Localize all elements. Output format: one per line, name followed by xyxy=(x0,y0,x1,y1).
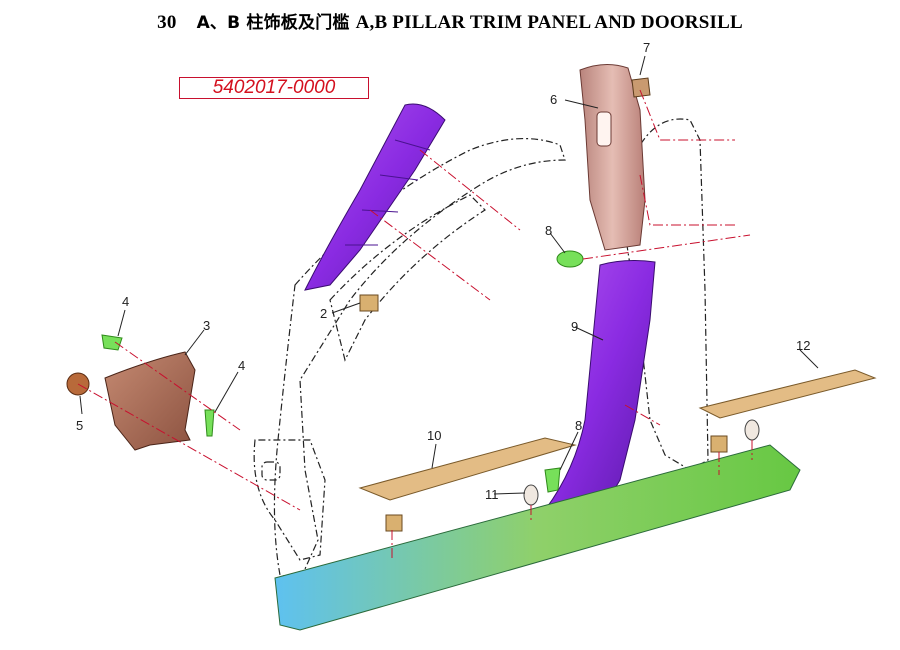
callout-11: 11 xyxy=(485,487,499,502)
green-screw-4a xyxy=(101,334,123,351)
bracket-sill-a xyxy=(385,514,403,532)
callout-5: 5 xyxy=(76,418,83,433)
diagram-number: 30 xyxy=(157,12,177,33)
seatbelt-slot xyxy=(596,111,612,147)
front-doorsill-trim xyxy=(358,437,577,501)
callout-12: 12 xyxy=(796,338,810,353)
callout-7: 7 xyxy=(643,40,650,55)
callout-4-upper: 4 xyxy=(122,294,129,309)
green-clip-lower xyxy=(544,467,561,493)
a-pillar-upper-trim xyxy=(304,103,446,291)
bracket-2 xyxy=(359,294,379,312)
green-clip-upper xyxy=(556,250,584,268)
diagram-title-zh: A、B 柱饰板及门槛 xyxy=(196,13,350,33)
callout-3: 3 xyxy=(203,318,210,333)
trim-cap xyxy=(631,77,651,98)
rocker-sill-panel xyxy=(274,444,801,631)
callout-6: 6 xyxy=(550,92,557,107)
part-number-box[interactable]: 5402017-0000 xyxy=(179,77,369,99)
callout-10: 10 xyxy=(427,428,441,443)
clip-11 xyxy=(523,484,539,506)
bracket-sill-b xyxy=(710,435,728,453)
leader-lines xyxy=(77,89,753,560)
diagram-title-en: A,B PILLAR TRIM PANEL AND DOORSILL xyxy=(355,12,743,33)
clip-12 xyxy=(744,419,760,441)
rear-doorsill-trim xyxy=(698,369,877,419)
callout-2: 2 xyxy=(320,306,327,321)
green-screw-4b xyxy=(204,409,215,437)
a-pillar-trim-ribs xyxy=(345,139,431,246)
b-pillar-upper-trim xyxy=(579,64,646,251)
callout-9: 9 xyxy=(571,319,578,334)
kick-panel xyxy=(104,351,196,451)
callout-8-upper: 8 xyxy=(545,223,552,238)
callout-leaders xyxy=(79,55,819,495)
b-pillar-lower-trim xyxy=(543,260,656,511)
callout-4-lower: 4 xyxy=(238,358,245,373)
callout-8-lower: 8 xyxy=(575,418,582,433)
